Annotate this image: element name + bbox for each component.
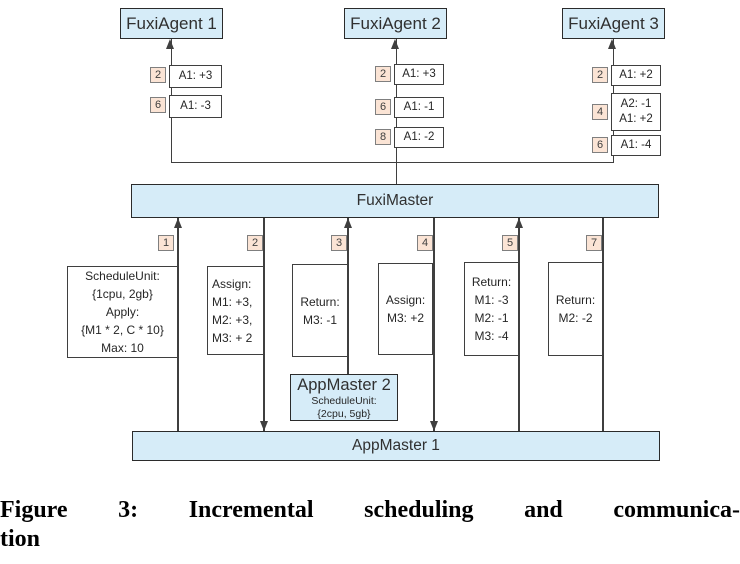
message-text: M3: + 2 — [212, 330, 253, 345]
message-seq-badge: 4 — [592, 104, 608, 120]
message-text: M3: -1 — [302, 312, 337, 327]
fuxiagent2-label: FuxiAgent 2 — [350, 13, 441, 33]
message-text: {M1 * 2, C * 10} — [81, 323, 164, 337]
message-text: M1: +3, — [212, 294, 253, 309]
message-box: A1: +3 — [394, 64, 444, 85]
channel-seq-badge: 5 — [502, 235, 518, 251]
message-text: A1: +2 — [619, 69, 653, 81]
message-text: A1: -2 — [403, 131, 435, 143]
message-box: A1: +2 — [611, 65, 661, 86]
message-text: A1: +3 — [178, 70, 213, 82]
fuxiagent1-label: FuxiAgent 1 — [126, 13, 217, 33]
fuxiagent3-box: FuxiAgent 3 — [562, 8, 665, 39]
channel-seq-badge: 7 — [586, 235, 602, 251]
appmaster2-title: AppMaster 2 — [297, 376, 391, 394]
message-text: M2: -2 — [558, 311, 593, 325]
caption-line-2: tion — [0, 526, 41, 552]
message-text: A1: +3 — [402, 68, 436, 80]
arrow-up-icon — [166, 39, 175, 49]
message-box: A1: +3 — [169, 65, 222, 88]
message-text: M3: +2 — [386, 311, 425, 325]
message-text: Max: 10 — [101, 341, 144, 355]
schedule-unit-message-box: ScheduleUnit: {1cpu, 2gb} Apply: {M1 * 2… — [67, 266, 178, 358]
message-seq-badge: 2 — [375, 66, 391, 82]
message-box: A1: -3 — [169, 95, 222, 118]
message-box: A1: -4 — [611, 135, 661, 156]
arrow-up-icon — [391, 39, 400, 49]
return-message-box: Return: M3: -1 — [292, 264, 348, 357]
message-seq-badge: 6 — [150, 97, 166, 113]
fuxiagent2-box: FuxiAgent 2 — [344, 8, 447, 39]
message-text: M2: +3, — [212, 312, 253, 327]
fuxiagent3-label: FuxiAgent 3 — [568, 13, 659, 33]
appmaster2-text: ScheduleUnit: — [311, 395, 377, 407]
fuxiagent1-box: FuxiAgent 1 — [120, 8, 223, 39]
message-text: A1: -3 — [180, 100, 211, 112]
channel-seq-badge: 2 — [247, 235, 263, 251]
message-text: Assign: — [212, 276, 252, 291]
message-text: A1: +2 — [619, 113, 653, 125]
channel-seq-badge: 1 — [158, 235, 174, 251]
message-seq-badge: 2 — [150, 67, 166, 83]
return-message-box: Return: M1: -3 M2: -1 M3: -4 — [464, 262, 519, 356]
message-text: Return: — [555, 293, 596, 307]
message-seq-badge: 2 — [592, 67, 608, 83]
appmaster1-label: AppMaster 1 — [352, 437, 440, 454]
appmaster2-text: {2cpu, 5gb} — [317, 407, 371, 420]
message-text: A2: -1 — [620, 98, 652, 110]
message-text: M1: -3 — [474, 293, 509, 307]
appmaster1-bar: AppMaster 1 — [132, 431, 660, 461]
appmaster2-box: AppMaster 2 ScheduleUnit: {2cpu, 5gb} — [290, 374, 398, 421]
message-seq-badge: 8 — [375, 129, 391, 145]
message-text: ScheduleUnit: — [85, 269, 160, 283]
message-text: {1cpu, 2gb} — [92, 287, 153, 301]
message-text: Assign: — [385, 293, 426, 307]
message-text: M2: -1 — [474, 311, 509, 325]
message-seq-badge: 6 — [375, 99, 391, 115]
fuximaster-label: FuxiMaster — [356, 192, 434, 209]
fuximaster-bar: FuxiMaster — [131, 184, 659, 218]
message-box: A1: -2 — [394, 127, 444, 148]
return-message-box: Return: M2: -2 — [548, 262, 603, 356]
arrow-up-icon — [343, 218, 352, 228]
agents-bus-line — [170, 161, 615, 164]
message-text: A1: -4 — [620, 139, 652, 151]
message-seq-badge: 6 — [592, 137, 608, 153]
message-text: A1: -1 — [403, 101, 435, 113]
channel-seq-badge: 3 — [331, 235, 347, 251]
message-text: M3: -4 — [474, 329, 509, 343]
channel-line-4 — [433, 218, 435, 431]
figure-caption: Figure 3: Incremental scheduling and com… — [0, 496, 740, 554]
message-text: Return: — [300, 294, 340, 309]
assign-message-box: Assign: M1: +3, M2: +3, M3: + 2 — [207, 266, 264, 355]
message-text: Apply: — [105, 305, 140, 319]
channel-seq-badge: 4 — [417, 235, 433, 251]
arrow-up-icon — [608, 39, 617, 49]
arrow-up-icon — [514, 218, 523, 228]
message-text: Return: — [471, 275, 512, 289]
assign-message-box: Assign: M3: +2 — [378, 263, 433, 355]
message-box: A2: -1 A1: +2 — [611, 93, 661, 131]
caption-line-1: Figure 3: Incremental scheduling and com… — [0, 497, 740, 523]
arrow-up-icon — [173, 218, 182, 228]
message-box: A1: -1 — [394, 97, 444, 118]
arrow-down-icon — [429, 421, 438, 431]
arrow-down-icon — [259, 421, 268, 431]
